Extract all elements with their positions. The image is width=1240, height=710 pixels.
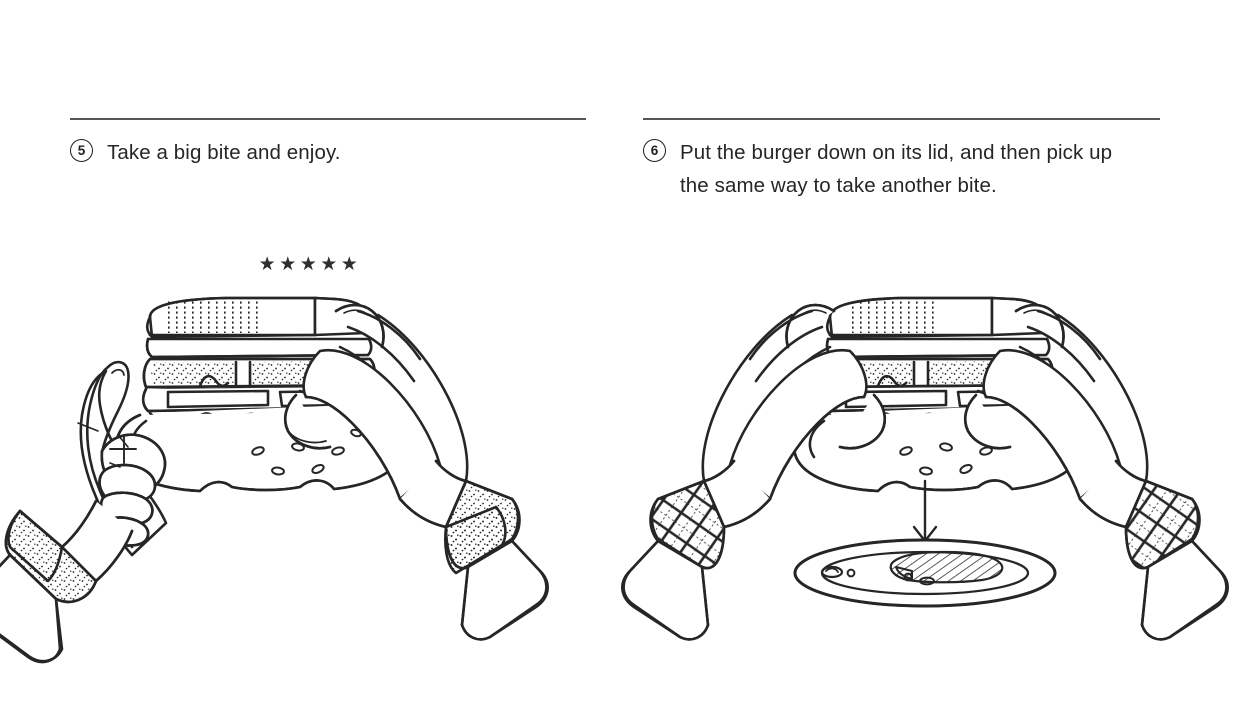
step-number-badge-6: 6 xyxy=(643,139,666,162)
step-heading-5: 5 Take a big bite and enjoy. xyxy=(70,136,590,169)
step-panel-6: 6 Put the burger down on its lid, and th… xyxy=(620,0,1240,710)
step-number-badge-5: 5 xyxy=(70,139,93,162)
step-5-line-art xyxy=(0,296,549,664)
sesame-seeds-5 xyxy=(251,428,362,476)
right-hand-holding-6 xyxy=(963,303,1229,641)
step-heading-6: 6 Put the burger down on its lid, and th… xyxy=(643,136,1143,202)
panel-top-rule-6 xyxy=(643,118,1160,120)
illustration-step-5: ★★★★★ xyxy=(0,255,620,664)
illustration-step-6 xyxy=(620,255,1240,655)
step-instruction-text-5: Take a big bite and enjoy. xyxy=(107,141,341,164)
step-6-line-art xyxy=(621,296,1229,641)
panel-top-rule-5 xyxy=(70,118,586,120)
left-hand-holding-6 xyxy=(621,303,887,641)
left-hand-thumbs-up-5 xyxy=(0,360,168,664)
right-hand-supporting-5 xyxy=(283,303,549,641)
step-panel-5: 5 Take a big bite and enjoy. ★★★★★ xyxy=(0,118,620,664)
step-instruction-text-6: Put the burger down on its lid, and then… xyxy=(680,141,1113,197)
plate-with-scraps-6 xyxy=(793,538,1057,608)
sesame-seeds-6 xyxy=(899,442,993,476)
